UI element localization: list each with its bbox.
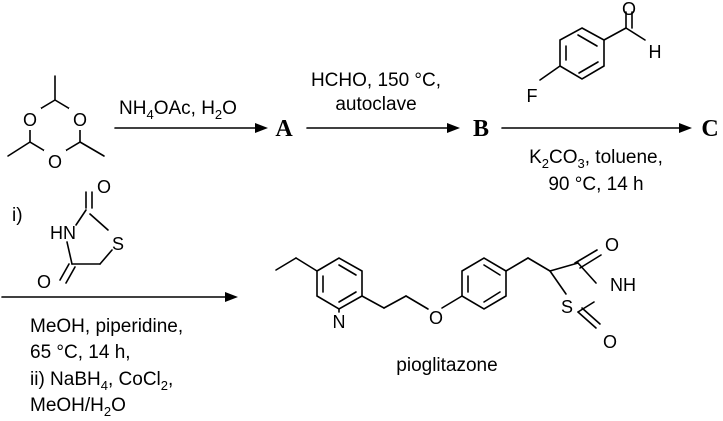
tzd-nh: HN <box>50 223 76 243</box>
step3-conditions-line1: K2CO3, toluene, <box>529 147 663 171</box>
reaction-arrow-3 <box>501 123 692 133</box>
paraldehyde-structure: O O O <box>7 75 105 172</box>
step4-label-i: i) <box>12 205 23 226</box>
reaction-arrow-1 <box>114 123 268 133</box>
step3-conditions-line2: 90 °C, 14 h <box>548 174 643 195</box>
pioglitazone-structure: N O O S NH O <box>275 235 636 352</box>
reaction-arrow-2 <box>306 123 460 133</box>
tzd-carbonyl-oxygen-bottom: O <box>37 272 51 292</box>
reaction-arrow-4 <box>1 292 238 302</box>
step2-conditions-line2: autoclave <box>335 94 416 115</box>
tzd-sulfur: S <box>112 234 124 254</box>
tzd-carbonyl-oxygen-lower: O <box>603 332 617 352</box>
tzd-carbonyl-oxygen-upper: O <box>605 235 619 255</box>
compound-a-label: A <box>275 116 293 142</box>
aldehyde-hydrogen: H <box>649 42 662 62</box>
step4-conditions-line3: ii) NaBH4, CoCl2, <box>30 369 173 393</box>
aldehyde-oxygen: O <box>622 0 636 19</box>
tzd-sulfur-ring: S <box>561 297 573 317</box>
step4-conditions-line2: 65 °C, 14 h, <box>30 342 131 363</box>
trioxane-oxygen-left: O <box>23 110 37 130</box>
step1-reagents: NH4OAc, H2O <box>119 98 237 122</box>
step4-conditions-line1: MeOH, piperidine, <box>30 316 183 337</box>
step2-conditions-line1: HCHO, 150 °C, <box>311 70 441 91</box>
compound-b-label: B <box>473 116 489 142</box>
tzd-carbonyl-oxygen-top: O <box>97 177 111 197</box>
fluorobenzaldehyde-structure: O H F <box>527 0 662 106</box>
ether-oxygen: O <box>429 308 443 328</box>
pyridine-nitrogen: N <box>333 312 346 332</box>
compound-c-label: C <box>701 116 718 142</box>
tzd-nh-ring: NH <box>610 275 636 295</box>
thiazolidinedione-structure: O HN S O <box>37 177 124 292</box>
trioxane-oxygen-right: O <box>73 110 87 130</box>
step4-conditions-line4: MeOH/H2O <box>30 395 126 419</box>
fluorine-atom: F <box>527 86 538 106</box>
trioxane-oxygen-bottom: O <box>48 152 62 172</box>
product-name: pioglitazone <box>396 355 497 376</box>
